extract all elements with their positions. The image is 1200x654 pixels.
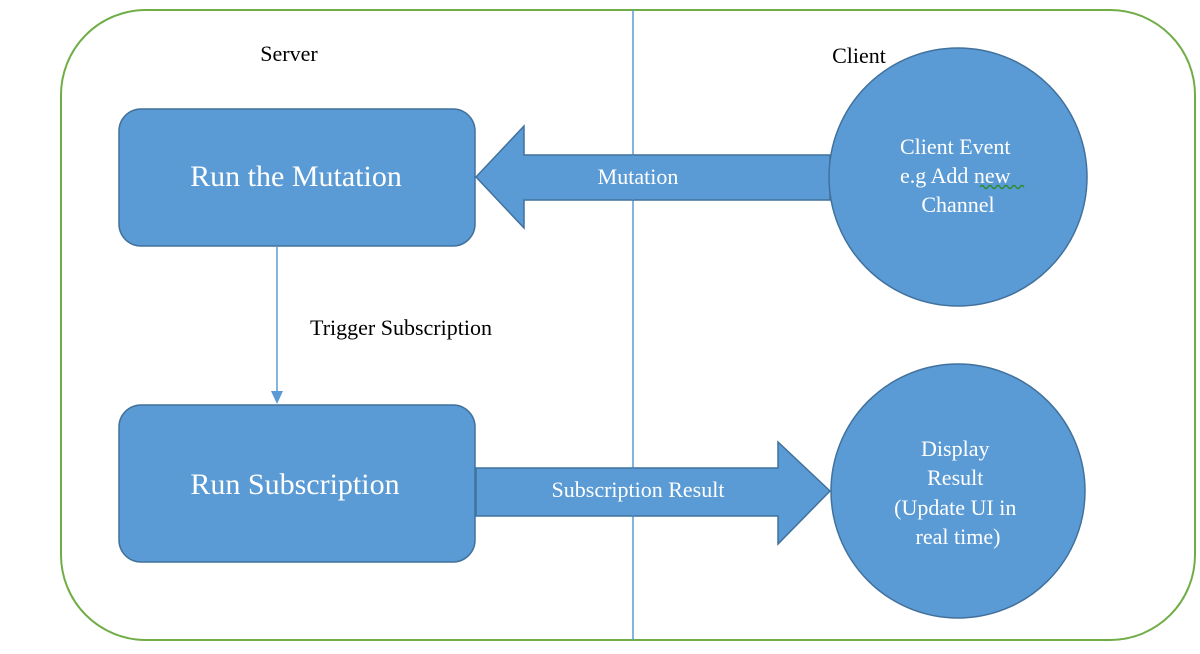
- trigger-subscription-label: Trigger Subscription: [310, 315, 492, 340]
- spellcheck-underline: [979, 184, 1025, 190]
- display-result-line-2: Result: [927, 465, 983, 490]
- display-result-line-1: Display: [921, 436, 989, 461]
- trigger-subscription-arrowhead: [271, 391, 283, 404]
- run-mutation-node: [118, 108, 476, 247]
- subscription-result-edge-label: Subscription Result: [552, 477, 725, 502]
- display-result-line-4: real time): [916, 524, 1001, 549]
- client-event-line-2: e.g Add new: [900, 163, 1011, 188]
- run-subscription-node: [118, 404, 476, 563]
- mutation-edge-label: Mutation: [598, 164, 679, 189]
- client-heading: Client: [832, 43, 886, 68]
- client-event-label: Client Event e.g Add new Channel: [900, 134, 1016, 217]
- client-event-line-1: Client Event: [900, 134, 1011, 159]
- client-event-node: [828, 47, 1088, 307]
- mutation-arrow: [474, 124, 831, 230]
- display-result-label: Display Result (Update UI in real time): [894, 436, 1022, 549]
- server-heading: Server: [260, 41, 318, 66]
- subscription-result-arrow: [475, 440, 832, 546]
- run-mutation-label: Run the Mutation: [190, 160, 402, 193]
- run-subscription-label: Run Subscription: [190, 468, 399, 501]
- client-event-line-3: Channel: [921, 192, 994, 217]
- display-result-node: [830, 363, 1086, 619]
- display-result-line-3: (Update UI in: [894, 495, 1016, 520]
